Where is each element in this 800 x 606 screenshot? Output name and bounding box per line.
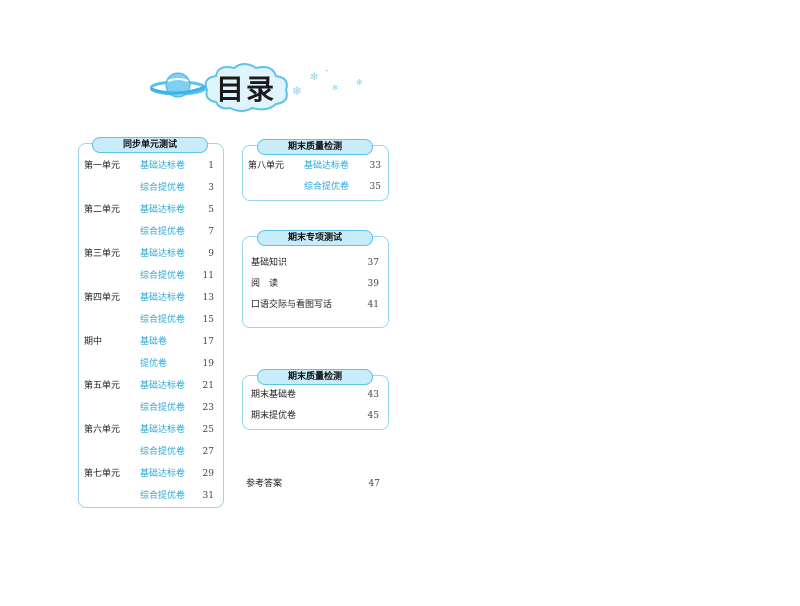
page-number: 31 [202,491,214,501]
entry-name: 基础达标卷 [140,161,186,171]
page-number: 7 [208,227,214,237]
page-number: 19 [202,359,214,369]
final-special-box [242,236,389,328]
page-number: 23 [202,403,214,413]
entry-name: 阅 读 [251,279,279,289]
toc-row[interactable]: 第三单元 基础达标卷 9 [84,247,218,261]
toc-row[interactable]: 期中 基础卷 17 [84,335,218,349]
unit-label: 第五单元 [84,381,121,391]
page-title: 目录 [215,73,276,106]
toc-row[interactable]: 综合提优卷 11 [84,269,218,283]
page-number: 39 [367,279,379,289]
page-number: 5 [208,205,214,215]
toc-row[interactable]: 第一单元 基础达标卷 1 [84,159,218,173]
toc-row[interactable]: 第七单元 基础达标卷 29 [84,467,218,481]
entry-name: 基础达标卷 [140,381,186,391]
entry-name: 期末基础卷 [251,390,297,400]
page-number: 29 [202,469,214,479]
toc-row[interactable]: 综合提优卷 31 [84,489,218,503]
snowflake-icon: ✻ [332,84,338,92]
toc-row[interactable]: 综合提优卷 7 [84,225,218,239]
page-number: 41 [367,300,379,310]
unit-label: 第一单元 [84,161,121,171]
snowflake-icon: ❄ [292,84,303,98]
unit-label: 第八单元 [248,161,285,171]
page-number: 15 [202,315,214,325]
answers-label: 参考答案 [246,479,283,489]
entry-name: 基础知识 [251,258,288,268]
entry-name: 综合提优卷 [140,447,186,457]
page-number: 47 [368,479,380,489]
snowflake-icon: • [325,68,329,75]
unit-label: 第六单元 [84,425,121,435]
entry-name: 综合提优卷 [140,271,186,281]
entry-name: 综合提优卷 [140,403,186,413]
cloud-badge [204,63,288,112]
page-number: 25 [202,425,214,435]
unit-label: 第三单元 [84,249,121,259]
snowflake-icon: ✻ [310,72,319,83]
entry-name: 基础达标卷 [140,425,186,435]
section-heading: 期末质量检测 [257,139,373,155]
planet-icon [150,72,206,98]
page-number: 11 [202,271,214,281]
unit-label: 第二单元 [84,205,121,215]
page-number: 27 [202,447,214,457]
entry-name: 提优卷 [140,359,168,369]
toc-row[interactable]: 提优卷 19 [84,357,218,371]
page-number: 17 [202,337,214,347]
entry-name: 期末提优卷 [251,411,297,421]
page-number: 43 [367,390,379,400]
entry-name: 基础卷 [140,337,168,347]
page-number: 3 [208,183,214,193]
toc-row[interactable]: 阅 读 39 [251,277,381,291]
page-number: 9 [208,249,214,259]
toc-row[interactable]: 综合提优卷 15 [84,313,218,327]
toc-row[interactable]: 第八单元 基础达标卷 33 [248,159,382,173]
toc-row[interactable]: 期末基础卷 43 [251,388,381,402]
unit-label: 第四单元 [84,293,121,303]
page-number: 35 [369,182,381,192]
entry-name: 基础达标卷 [304,161,350,171]
toc-row[interactable]: 综合提优卷 23 [84,401,218,415]
page-number: 37 [367,258,379,268]
page-number: 13 [202,293,214,303]
section-heading: 同步单元测试 [92,137,208,153]
entry-name: 综合提优卷 [304,182,350,192]
section-heading: 期末质量检测 [257,369,373,385]
toc-row[interactable]: 基础知识 37 [251,256,381,270]
toc-row[interactable]: 第五单元 基础达标卷 21 [84,379,218,393]
entry-name: 综合提优卷 [140,183,186,193]
toc-row[interactable]: 期末提优卷 45 [251,409,381,423]
sync-unit-tests-box [78,143,224,508]
toc-row[interactable]: 第六单元 基础达标卷 25 [84,423,218,437]
toc-row[interactable]: 口语交际与看图写话 41 [251,298,381,312]
unit-label: 期中 [84,337,103,347]
toc-row[interactable]: 第四单元 基础达标卷 13 [84,291,218,305]
section-heading: 期末专项测试 [257,230,373,246]
answers-entry[interactable]: 参考答案 47 [246,477,386,491]
page-number: 21 [202,381,214,391]
entry-name: 基础达标卷 [140,293,186,303]
unit-label: 第七单元 [84,469,121,479]
page-number: 33 [369,161,381,171]
entry-name: 综合提优卷 [140,315,186,325]
entry-name: 基础达标卷 [140,249,186,259]
entry-name: 口语交际与看图写话 [251,300,333,310]
page-number: 45 [367,411,379,421]
toc-row[interactable]: 综合提优卷 27 [84,445,218,459]
entry-name: 基础达标卷 [140,205,186,215]
toc-row[interactable]: 综合提优卷 3 [84,181,218,195]
toc-row[interactable]: 综合提优卷 35 [248,180,382,194]
entry-name: 基础达标卷 [140,469,186,479]
entry-name: 综合提优卷 [140,227,186,237]
page-number: 1 [208,161,214,171]
toc-row[interactable]: 第二单元 基础达标卷 5 [84,203,218,217]
snowflake-icon: ✻ [356,78,363,87]
title-area: 目录 ✻ ❄ ✻ ✻ • [150,62,370,122]
entry-name: 综合提优卷 [140,491,186,501]
